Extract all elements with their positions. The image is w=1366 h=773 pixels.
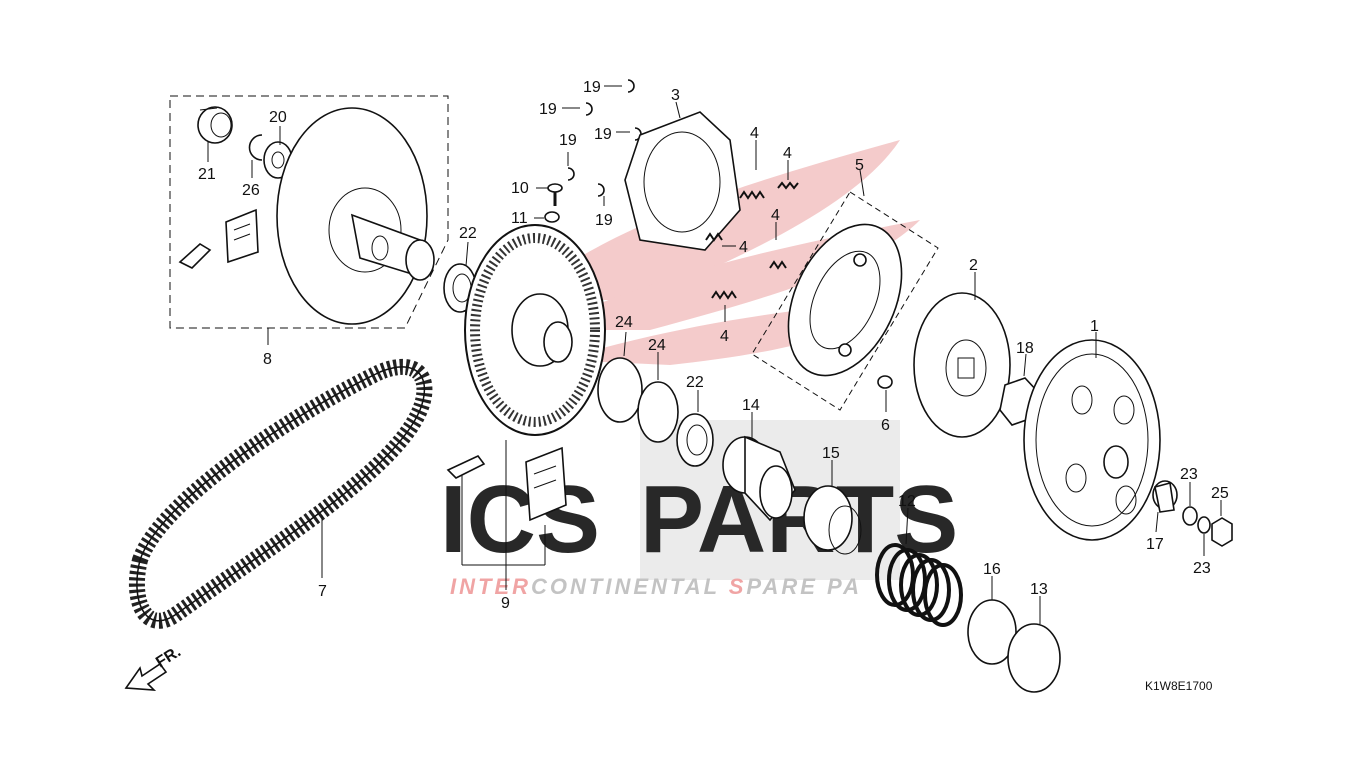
callout-20: 20 bbox=[269, 109, 287, 126]
part-3-plate bbox=[624, 111, 741, 251]
part-26-circlip bbox=[248, 134, 263, 161]
part-17-stud bbox=[1152, 480, 1178, 513]
callout-12: 12 bbox=[898, 493, 916, 510]
watermark-brand-red: ICS bbox=[440, 466, 600, 573]
callout-2: 2 bbox=[969, 257, 978, 274]
callout-7: 7 bbox=[318, 583, 327, 600]
part-5-clutch-weight-assembly bbox=[787, 223, 903, 377]
tagline-part-3: S bbox=[729, 574, 747, 599]
part-12-driven-spring bbox=[875, 543, 963, 627]
front-direction-arrow: FR. bbox=[124, 643, 184, 691]
callout-17: 17 bbox=[1146, 536, 1164, 553]
leader-lines bbox=[207, 85, 1222, 624]
part-9-driven-face bbox=[464, 224, 606, 436]
part-collar-small bbox=[178, 243, 212, 269]
callout-5: 5 bbox=[855, 157, 864, 174]
callout-13: 13 bbox=[1030, 581, 1048, 598]
callout-18: 18 bbox=[1016, 340, 1034, 357]
part-13-ring bbox=[1007, 623, 1061, 693]
callout-16: 16 bbox=[983, 561, 1001, 578]
callout-24-a: 24 bbox=[615, 314, 633, 331]
callout-4-a: 4 bbox=[750, 125, 759, 142]
group-box-8 bbox=[169, 95, 449, 329]
part-10-bolt bbox=[547, 183, 563, 206]
grease-pack-icon-2 bbox=[525, 446, 567, 522]
callout-22-a: 22 bbox=[459, 225, 477, 242]
watermark-brand-grey: PARTS bbox=[640, 466, 958, 573]
callout-3: 3 bbox=[671, 87, 680, 104]
part-4-springs bbox=[705, 181, 799, 300]
callouts: 1 2 3 4 4 4 4 4 5 6 7 8 9 10 11 12 13 14… bbox=[198, 79, 1229, 612]
callout-8: 8 bbox=[263, 351, 272, 368]
part-8-movable-drive-face bbox=[276, 107, 435, 325]
callout-4-e: 4 bbox=[720, 328, 729, 345]
group-box-5 bbox=[751, 191, 939, 411]
callout-14: 14 bbox=[742, 397, 760, 414]
callout-6: 6 bbox=[881, 417, 890, 434]
callout-21: 21 bbox=[198, 166, 216, 183]
group-bracket-9 bbox=[461, 440, 546, 590]
callout-15: 15 bbox=[822, 445, 840, 462]
diagram-code: K1W8E1700 bbox=[1145, 679, 1213, 693]
part-23-washer-a bbox=[1182, 506, 1198, 526]
grease-pack-icon bbox=[225, 208, 259, 264]
part-23-washer-b bbox=[1197, 516, 1211, 534]
part-2-drive-plate bbox=[913, 292, 1011, 438]
callout-24-b: 24 bbox=[648, 337, 666, 354]
tagline-part-4: PARE PA bbox=[746, 574, 862, 599]
callout-25: 25 bbox=[1211, 485, 1229, 502]
part-21-needle-bearing bbox=[197, 106, 233, 144]
part-7-drive-belt bbox=[128, 359, 433, 629]
callout-11: 11 bbox=[511, 210, 528, 227]
part-14-collar bbox=[722, 435, 796, 522]
callout-1: 1 bbox=[1090, 318, 1099, 335]
callout-4-c: 4 bbox=[771, 207, 780, 224]
callout-19-c: 19 bbox=[594, 126, 612, 143]
tagline-part-2: CONTINENTAL bbox=[531, 574, 729, 599]
part-15-spring-seat bbox=[803, 485, 862, 555]
callout-26: 26 bbox=[242, 182, 260, 199]
part-1-clutch-outer bbox=[1023, 339, 1161, 541]
part-11-washer bbox=[544, 211, 560, 223]
callout-22-b: 22 bbox=[686, 374, 704, 391]
part-25-nut bbox=[1211, 517, 1233, 547]
callout-10: 10 bbox=[511, 180, 529, 197]
part-24-ring-b bbox=[637, 381, 679, 443]
callout-19-b: 19 bbox=[539, 101, 557, 118]
callout-23-a: 23 bbox=[1180, 466, 1198, 483]
part-9-pin bbox=[446, 455, 486, 479]
callout-19-e: 19 bbox=[595, 212, 613, 229]
callout-4-d: 4 bbox=[739, 239, 748, 256]
callout-9: 9 bbox=[501, 595, 510, 612]
callout-4-b: 4 bbox=[783, 145, 792, 162]
part-24-ring-a bbox=[597, 357, 643, 423]
part-22-oil-seal-b bbox=[676, 413, 714, 467]
callout-19-a: 19 bbox=[583, 79, 601, 96]
part-6-washer bbox=[877, 375, 893, 389]
callout-19-d: 19 bbox=[559, 132, 577, 149]
part-19-clips bbox=[567, 79, 642, 197]
tagline-part-1: INTER bbox=[450, 574, 531, 599]
watermark-tagline: INTERCONTINENTAL SPARE PA bbox=[450, 574, 862, 599]
callout-23-b: 23 bbox=[1193, 560, 1211, 577]
